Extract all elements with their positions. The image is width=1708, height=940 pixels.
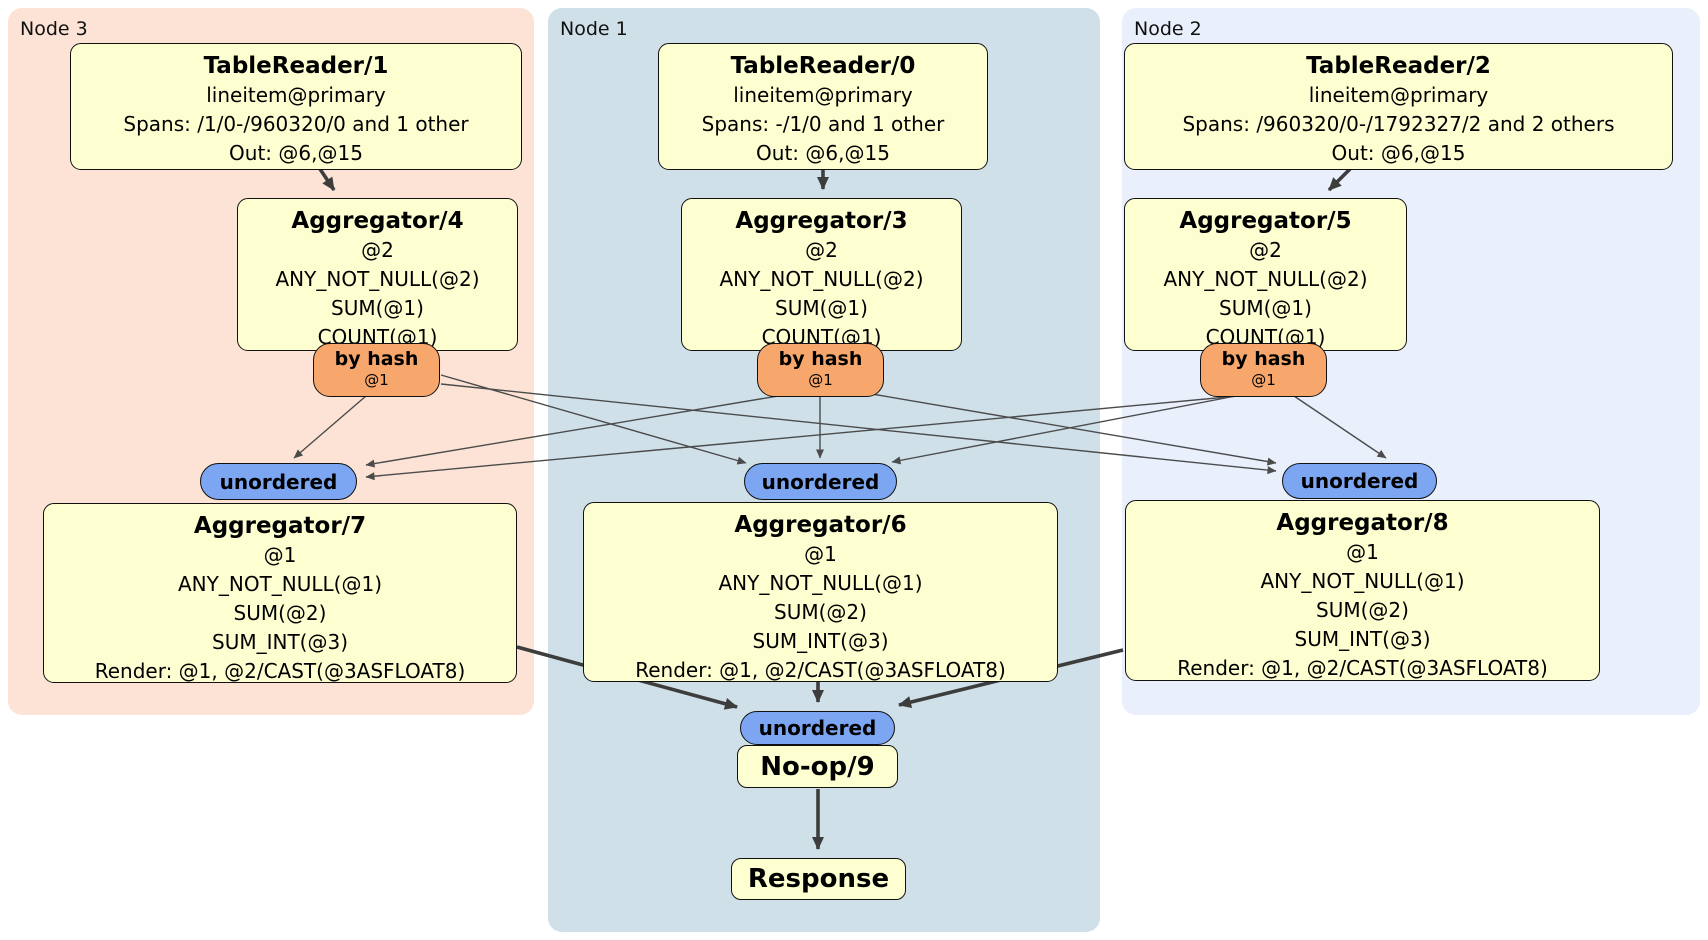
processor-tablereader-1: TableReader/1 lineitem@primary Spans: /1… xyxy=(70,43,522,170)
processor-title: Aggregator/4 xyxy=(291,208,464,234)
response-node: Response xyxy=(731,858,906,900)
processor-aggregator-8: Aggregator/8 @1 ANY_NOT_NULL(@1) SUM(@2)… xyxy=(1125,500,1600,681)
processor-aggregator-3: Aggregator/3 @2 ANY_NOT_NULL(@2) SUM(@1)… xyxy=(681,198,962,351)
processor-title: TableReader/2 xyxy=(1306,53,1491,79)
processor-tablereader-0: TableReader/0 lineitem@primary Spans: -/… xyxy=(658,43,988,170)
edge-tablereader1-aggregator4 xyxy=(318,168,336,191)
sync-unordered-final: unordered xyxy=(740,711,895,745)
sync-unordered-node2: unordered xyxy=(1282,463,1437,499)
processor-noop-9: No-op/9 xyxy=(737,745,898,788)
region-node-3-label: Node 3 xyxy=(20,18,88,40)
region-node-2-label: Node 2 xyxy=(1134,18,1202,40)
edge-router3-sync3 xyxy=(293,395,367,459)
edge-router2-sync2 xyxy=(1293,395,1387,459)
edge-tablereader2-aggregator5 xyxy=(1327,165,1354,192)
router-by-hash-node1: by hash @1 xyxy=(757,343,884,397)
processor-title: Aggregator/6 xyxy=(734,512,907,538)
processor-title: Aggregator/7 xyxy=(193,513,367,539)
processor-title: TableReader/1 xyxy=(203,53,389,79)
processor-title: Aggregator/8 xyxy=(1276,510,1449,536)
sync-unordered-node1: unordered xyxy=(744,463,897,500)
edge-router2-sync3 xyxy=(365,395,1239,481)
processor-title: Aggregator/5 xyxy=(1179,208,1352,234)
edge-router3-sync2 xyxy=(440,383,1277,475)
processor-aggregator-4: Aggregator/4 @2 ANY_NOT_NULL(@2) SUM(@1)… xyxy=(237,198,518,351)
processor-title: Aggregator/3 xyxy=(735,208,908,234)
processor-tablereader-2: TableReader/2 lineitem@primary Spans: /9… xyxy=(1124,43,1673,170)
region-node-1-label: Node 1 xyxy=(560,18,628,40)
edge-router1-sync3 xyxy=(365,395,779,468)
processor-aggregator-6: Aggregator/6 @1 ANY_NOT_NULL(@1) SUM(@2)… xyxy=(583,502,1058,682)
router-by-hash-node3: by hash @1 xyxy=(313,343,440,397)
processor-aggregator-5: Aggregator/5 @2 ANY_NOT_NULL(@2) SUM(@1)… xyxy=(1124,198,1407,351)
edge-router2-sync1 xyxy=(891,393,1247,465)
router-by-hash-node2: by hash @1 xyxy=(1200,343,1327,397)
processor-title: TableReader/0 xyxy=(730,53,916,79)
edge-router1-sync2 xyxy=(871,393,1277,466)
processor-aggregator-7: Aggregator/7 @1 ANY_NOT_NULL(@1) SUM(@2)… xyxy=(43,503,517,683)
sync-unordered-node3: unordered xyxy=(200,463,357,500)
